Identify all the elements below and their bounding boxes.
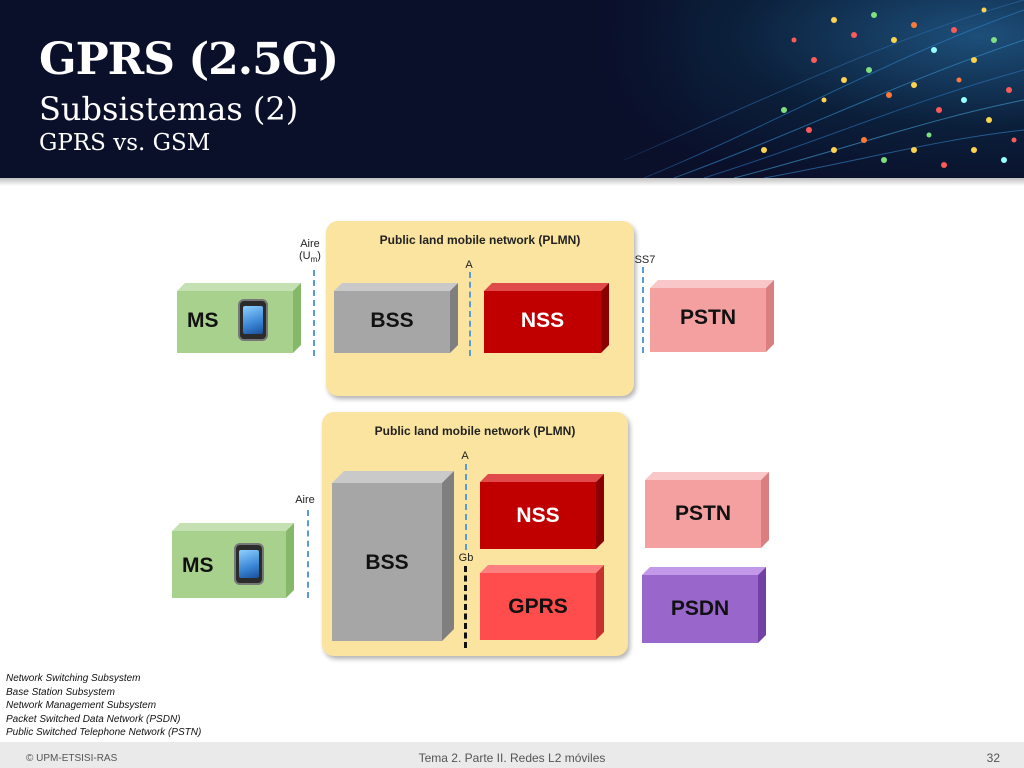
glossary-item: Base Station Subsystem	[6, 686, 115, 698]
ss7-interface-label: SS7	[634, 254, 656, 266]
page-title: GPRS (2.5G)	[39, 34, 339, 85]
phone-icon	[234, 543, 264, 585]
nss-label: NSS	[520, 309, 565, 332]
gprs-label: GPRS	[508, 595, 568, 618]
nss-box-shape	[480, 474, 604, 549]
bss-box-gsm: BSS	[334, 283, 458, 353]
ms-label: MS	[182, 554, 214, 577]
footer-bar	[0, 742, 1024, 768]
air-interface-label: Aire (Um)	[291, 238, 329, 264]
nss-label: NSS	[516, 504, 560, 527]
ms-box-shape	[177, 283, 301, 353]
nss-box-shape	[484, 283, 609, 353]
glossary-item: Public Switched Telephone Network (PSTN)	[6, 727, 202, 738]
fiber-lights-graphic	[623, 0, 1024, 178]
title-banner: GPRS (2.5G) Subsistemas (2) GPRS vs. GSM	[0, 0, 1024, 178]
footer-topic: Tema 2. Parte II. Redes L2 móviles	[418, 751, 606, 765]
ms-box-shape	[172, 523, 294, 598]
phone-icon	[238, 299, 268, 341]
a-interface-line	[465, 464, 467, 550]
um-label-sub: m	[310, 255, 318, 265]
bss-box-shape	[332, 471, 454, 641]
glossary: Network Switching Subsystem Base Station…	[6, 672, 201, 740]
um-label-close: )	[317, 250, 321, 262]
ms-box-gsm: MS	[177, 283, 301, 353]
a-interface-label: A	[461, 450, 469, 462]
footer-copyright: © UPM-ETSISI-RAS	[26, 753, 118, 764]
um-label: (Um)	[291, 250, 329, 264]
gprs-box-shape	[480, 565, 604, 640]
a-interface-label: A	[465, 259, 473, 271]
air-interface-line	[307, 510, 309, 598]
pstn-box-shape	[645, 472, 769, 548]
bss-box-gprs: BSS	[332, 471, 454, 641]
page-subtitle-secondary: GPRS vs. GSM	[39, 130, 211, 156]
plmn-label: Public land mobile network (PLMN)	[379, 233, 581, 247]
ss7-interface-line	[642, 267, 644, 353]
um-label-prefix: (U	[299, 250, 311, 262]
nss-box-gsm: NSS	[484, 283, 609, 353]
pstn-label: PSTN	[679, 306, 736, 329]
fiber-optic-image	[584, 0, 1024, 178]
ms-label: MS	[187, 309, 219, 332]
glossary-item: Network Management Subsystem	[6, 700, 157, 711]
glossary-item: Packet Switched Data Network (PSDN)	[6, 713, 181, 725]
gb-interface-line	[464, 566, 467, 648]
bss-label: BSS	[370, 309, 414, 332]
pstn-box-gprs: PSTN	[645, 472, 769, 548]
gb-interface-label: Gb	[458, 552, 474, 564]
ms-box-gprs: MS	[172, 523, 294, 598]
air-interface-line	[313, 270, 315, 356]
bss-box-shape	[334, 283, 458, 353]
air-interface-label: Aire	[295, 494, 315, 506]
nss-box-gprs: NSS	[480, 474, 604, 549]
psdn-box: PSDN	[642, 567, 766, 643]
page-subtitle: Subsistemas (2)	[39, 90, 299, 128]
air-label-text: Aire	[300, 238, 320, 250]
bss-label: BSS	[365, 551, 409, 574]
pstn-box-shape	[650, 280, 774, 352]
pstn-box-gsm: PSTN	[650, 280, 774, 352]
glossary-item: Network Switching Subsystem	[6, 673, 141, 684]
psdn-box-shape	[642, 567, 766, 643]
gprs-box: GPRS	[480, 565, 604, 640]
pstn-label: PSTN	[674, 502, 731, 525]
page-number: 32	[986, 751, 1000, 765]
banner-shadow	[0, 178, 1024, 186]
a-interface-line	[469, 272, 471, 356]
psdn-label: PSDN	[670, 597, 730, 620]
plmn-label: Public land mobile network (PLMN)	[374, 424, 576, 438]
